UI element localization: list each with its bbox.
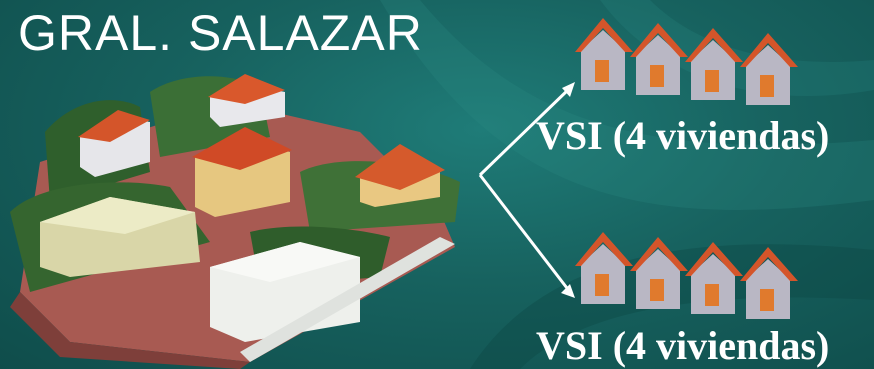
house-icon: [630, 23, 688, 95]
house-icon: [740, 247, 798, 319]
group-label-bottom: VSI (4 viviendas): [536, 323, 830, 368]
arrow-icon: [478, 86, 572, 177]
house-icon: [575, 18, 633, 90]
house-icon: [630, 237, 688, 309]
branch-arrows: [478, 82, 575, 298]
arrowhead-up-icon: [562, 82, 575, 97]
arrowhead-down-icon: [561, 284, 575, 298]
house-icon: [685, 242, 743, 314]
page-title: GRAL. SALAZAR: [18, 5, 423, 61]
group-label-top: VSI (4 viviendas): [536, 113, 830, 158]
house-icon: [575, 232, 633, 304]
house-icon: [740, 33, 798, 105]
village-clipart: [10, 74, 460, 369]
arrow-icon: [478, 174, 572, 293]
house-group-bottom: [575, 232, 798, 319]
house-group-top: [575, 18, 798, 105]
house-icon: [685, 28, 743, 100]
